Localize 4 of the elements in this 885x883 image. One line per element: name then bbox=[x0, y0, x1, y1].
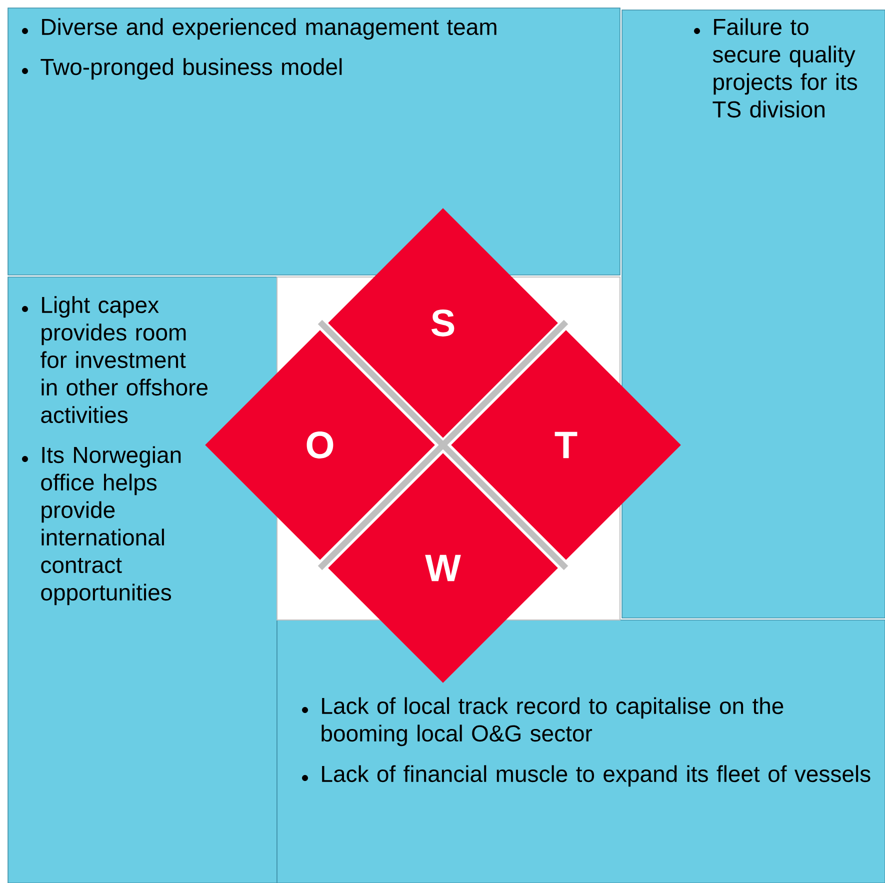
panel: Light capex provides room for investment in other offshore activities Its Norwegian office helps provide international contract opportunities bbox=[8, 276, 278, 883]
panel: Diverse and experienced management team Two-pronged business model bbox=[8, 8, 620, 276]
panel: Failure to secure quality projects for its TS division bbox=[622, 10, 885, 618]
panel: Lack of local track record to capitalise on the booming local O&G sector Lack of financial muscle to expand its fleet of vessels bbox=[276, 620, 885, 883]
